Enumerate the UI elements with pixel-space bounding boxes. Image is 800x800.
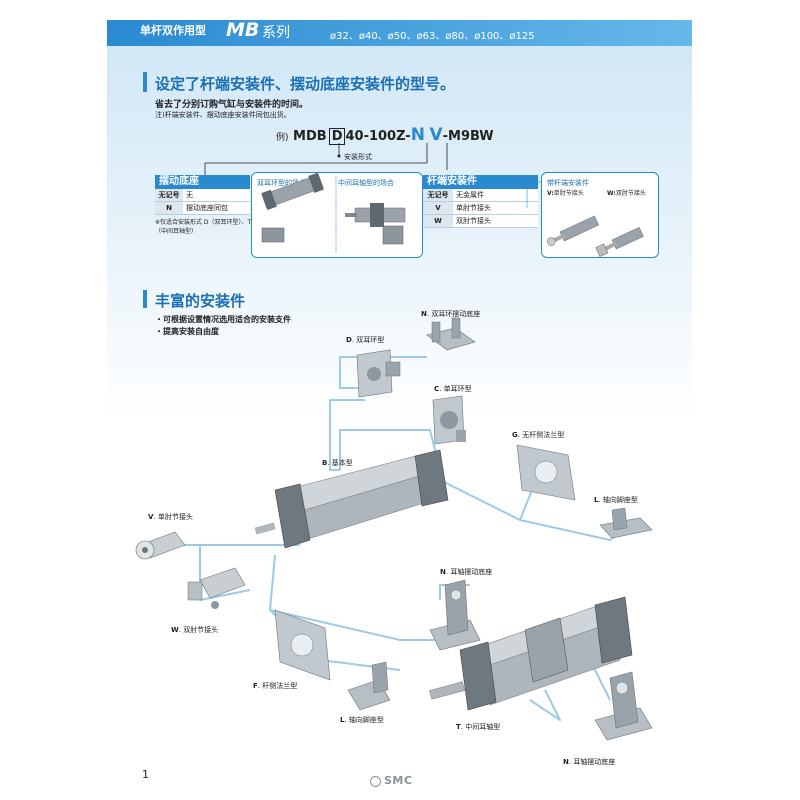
pivot-row-2-key: N	[155, 202, 183, 215]
part-label-n-trunnion-mid: N. 耳轴摆动底座	[440, 568, 493, 576]
part-name: 耳轴摆动底座	[450, 568, 493, 576]
pivot-row-1-key: 无记号	[155, 189, 183, 202]
part-label-f: F. 杆侧法兰型	[253, 682, 298, 690]
page-number: 1	[142, 768, 149, 781]
bore-sizes: ø32、ø40、ø50、ø63、ø80、ø100、ø125	[330, 31, 535, 42]
part-code: V	[148, 513, 154, 521]
part-label-t: T. 中间耳轴型	[456, 723, 501, 731]
part-label-w: W. 双肘节接头	[171, 626, 219, 634]
rod-row-3-key: W	[423, 215, 453, 228]
part-name: 中间耳轴型	[465, 723, 501, 731]
example-prefix: 例)	[276, 133, 289, 143]
part-name: 单肘节接头	[157, 513, 193, 521]
part-code: B	[322, 459, 328, 467]
header-bar	[107, 20, 692, 46]
example-n: N	[410, 125, 425, 145]
pivot-row-2-value: 摆动底座同包	[183, 202, 250, 215]
part-name: 轴向脚座型	[348, 716, 384, 724]
smc-logo-icon	[370, 776, 381, 787]
rod-callout-w-key: W:	[607, 190, 616, 197]
rod-callout-v-label: 单肘节接头	[553, 190, 584, 197]
example-mdb: MDB	[293, 129, 327, 144]
part-code: W	[171, 626, 179, 634]
mount-form-label: 安装形式	[344, 153, 372, 161]
part-label-d: D. 双耳环型	[346, 336, 385, 344]
rod-callout-w-label: 双肘节接头	[615, 190, 646, 197]
part-code: N	[440, 568, 446, 576]
part-code: D	[346, 336, 352, 344]
example-v: V	[429, 125, 443, 145]
section1-title: 设定了杆端安装件、摆动底座安装件的型号。	[155, 75, 456, 93]
rod-row-1-value: 无金属件	[453, 189, 538, 202]
rod-table-title: 杆端安装件	[423, 175, 538, 189]
part-name: 双肘节接头	[183, 626, 219, 634]
rod-row-2-value: 单肘节接头	[453, 202, 538, 215]
pivot-table-title: 摆动底座	[155, 175, 250, 189]
pivot-bracket-top-icon	[426, 317, 476, 351]
part-code: L	[340, 716, 345, 724]
part-name: 轴向脚座型	[602, 496, 638, 504]
part-label-n-pivot-top: N. 双耳环摆动底座	[421, 310, 481, 318]
brand-logo: SMC	[384, 774, 413, 787]
part-name: 双耳环型	[356, 336, 385, 344]
rod-row-2-key: V	[423, 202, 453, 215]
part-name: 耳轴摆动底座	[573, 758, 616, 766]
part-code: N	[563, 758, 569, 766]
part-name: 无杆侧法兰型	[522, 431, 565, 439]
part-label-c: C. 单耳环型	[434, 385, 472, 393]
rod-callout-title: 带杆端安装件	[547, 179, 589, 187]
example-mid: 40-100Z-	[345, 129, 411, 144]
example-suffix: -M9BW	[442, 129, 494, 144]
part-label-g: G. 无杆侧法兰型	[512, 431, 565, 439]
section1-line1: 省去了分别订购气缸与安装件的时间。	[155, 100, 309, 110]
type-label: 单杆双作用型	[140, 24, 206, 37]
part-name: 单耳环型	[443, 385, 472, 393]
callout-trunnion-title: 中间耳轴型的场合	[338, 179, 394, 187]
part-name: 杆侧法兰型	[262, 682, 298, 690]
part-label-v: V. 单肘节接头	[148, 513, 193, 521]
pivot-row-1-value: 无	[183, 189, 250, 202]
part-name: 双耳环摆动底座	[431, 310, 481, 318]
pivot-note: ※仅适合安装形式 D（双耳环型）、T（中间耳轴型）	[155, 219, 252, 235]
section-marker	[143, 72, 147, 92]
rod-callout-v-key: V:	[547, 190, 554, 197]
rod-callout	[541, 172, 659, 258]
part-code: L	[594, 496, 599, 504]
rod-row-3-value: 双肘节接头	[453, 215, 538, 228]
part-code: T	[456, 723, 461, 731]
part-code: C	[434, 385, 440, 393]
part-code: N	[421, 310, 427, 318]
rod-row-1-key: 无记号	[423, 189, 453, 202]
part-label-n-trunnion-lower: N. 耳轴摆动底座	[563, 758, 616, 766]
rod-callout-v: V:单肘节接头	[547, 190, 584, 198]
example-d-box: D	[328, 128, 346, 145]
section1-line2: 注)杆端安装件、摆动底座安装件同包出货。	[155, 111, 291, 119]
part-name: 基本型	[331, 459, 353, 467]
part-code: G	[512, 431, 518, 439]
series-code: MB	[226, 19, 260, 41]
section2-title: 丰富的安装件	[155, 292, 246, 310]
part-code: F	[253, 682, 258, 690]
section2-bullet2: ・提高安装自由度	[155, 327, 219, 336]
part-label-l-top: L. 轴向脚座型	[594, 496, 638, 504]
series-word: 系列	[262, 25, 290, 41]
part-label-b: B. 基本型	[322, 459, 353, 467]
rod-callout-w: W:双肘节接头	[607, 190, 646, 198]
part-label-l-lower: L. 轴向脚座型	[340, 716, 384, 724]
section2-marker	[143, 290, 147, 308]
section2-bullet1: ・可根据设置情况选用适合的安装支件	[155, 315, 291, 324]
callout-clevis-title: 双耳环型的场合	[257, 179, 306, 187]
